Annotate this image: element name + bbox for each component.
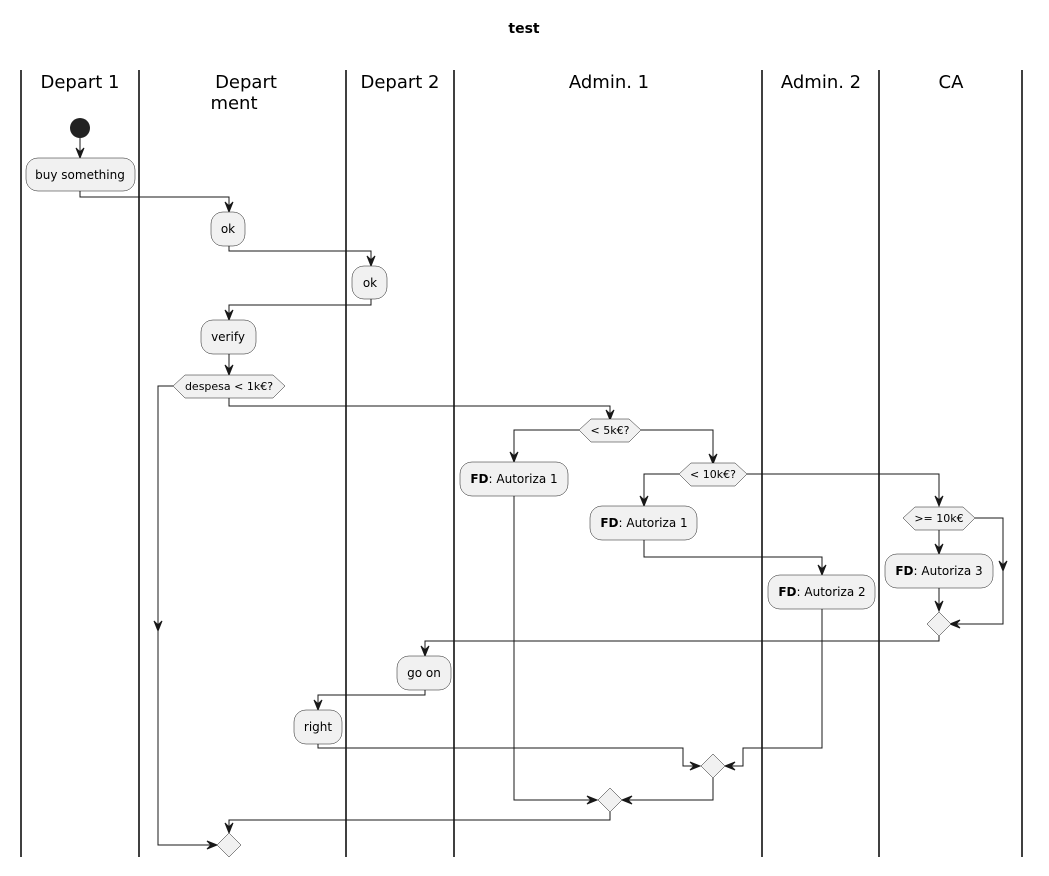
merge-diamond-ca bbox=[926, 611, 952, 637]
activity-label-bold: FD bbox=[470, 472, 488, 486]
edge bbox=[317, 744, 698, 767]
edge bbox=[513, 496, 595, 801]
edge bbox=[228, 812, 611, 832]
lane-title-department-line1: Depart bbox=[215, 72, 277, 93]
activity-box bbox=[351, 265, 388, 300]
start-node bbox=[70, 118, 90, 138]
activity-label: ok bbox=[363, 276, 377, 290]
decision-despesa[interactable]: despesa < 1k€? bbox=[172, 374, 286, 399]
activity-box bbox=[884, 553, 994, 589]
diagram-title: test bbox=[508, 21, 540, 37]
activity-label-rest: : Autoriza 1 bbox=[489, 472, 558, 486]
activity-label-rest: : Autoriza 1 bbox=[619, 516, 688, 530]
activity-box bbox=[396, 655, 452, 691]
swimlane-borders bbox=[20, 70, 1023, 857]
activity-label: FD: Autoriza 2 bbox=[778, 585, 865, 599]
edge bbox=[228, 246, 372, 265]
activity-fd-autoriza1-admin1-b[interactable]: FD: Autoriza 1 bbox=[589, 505, 698, 541]
activity-label-bold: FD bbox=[778, 585, 796, 599]
activity-box bbox=[589, 505, 698, 541]
lane-title-admin1: Admin. 1 bbox=[569, 72, 649, 93]
decision-hexagon bbox=[678, 462, 748, 487]
arrow-head bbox=[723, 761, 736, 771]
activity-ok-department[interactable]: ok bbox=[210, 211, 246, 247]
decision-label: < 5k€? bbox=[591, 424, 630, 437]
activity-buy-something[interactable]: buy something bbox=[25, 157, 136, 192]
activity-label-bold: FD bbox=[895, 564, 913, 578]
arrow-head bbox=[620, 795, 633, 805]
edge bbox=[975, 517, 1004, 570]
edge bbox=[157, 631, 216, 846]
arrow-head bbox=[586, 795, 599, 805]
lane-title-ca: CA bbox=[939, 72, 965, 93]
activity-fd-autoriza2[interactable]: FD: Autoriza 2 bbox=[767, 574, 876, 610]
lane-title-department-line2: ment bbox=[210, 93, 257, 114]
activity-label: FD: Autoriza 3 bbox=[895, 564, 982, 578]
activity-ok-depart2[interactable]: ok bbox=[351, 265, 388, 300]
activity-label-rest: : Autoriza 2 bbox=[797, 585, 866, 599]
edge bbox=[747, 473, 940, 505]
activity-label: go on bbox=[407, 666, 441, 680]
activity-label: buy something bbox=[35, 168, 125, 182]
edge bbox=[228, 397, 611, 419]
activity-go-on[interactable]: go on bbox=[396, 655, 452, 691]
edge bbox=[951, 571, 1004, 625]
edge bbox=[641, 429, 714, 463]
activity-box bbox=[210, 211, 246, 247]
activity-verify[interactable]: verify bbox=[200, 319, 257, 355]
lane-title-depart1: Depart 1 bbox=[40, 72, 119, 93]
edge bbox=[727, 609, 823, 767]
merge-diamond-final bbox=[216, 832, 242, 858]
decision-label: >= 10k€ bbox=[914, 512, 963, 525]
decision-hexagon bbox=[902, 506, 976, 531]
activity-box bbox=[200, 319, 257, 355]
activity-label: verify bbox=[211, 330, 245, 344]
arrow-head bbox=[689, 761, 702, 771]
edge bbox=[157, 385, 173, 630]
edges bbox=[75, 138, 1008, 850]
edge bbox=[424, 636, 940, 655]
decision-lt10k[interactable]: < 10k€? bbox=[678, 462, 748, 487]
activity-label: ok bbox=[221, 222, 235, 236]
decision-lt5k[interactable]: < 5k€? bbox=[578, 418, 642, 443]
edge bbox=[643, 473, 679, 505]
arrow-head bbox=[206, 840, 219, 850]
activity-label: FD: Autoriza 1 bbox=[600, 516, 687, 530]
activity-label-rest: : Autoriza 3 bbox=[914, 564, 983, 578]
activity-label: right bbox=[304, 720, 332, 734]
decision-label: despesa < 1k€? bbox=[185, 380, 273, 393]
activity-label: FD: Autoriza 1 bbox=[470, 472, 557, 486]
edge bbox=[317, 690, 426, 709]
edge bbox=[228, 299, 372, 319]
edge bbox=[513, 429, 579, 461]
lane-title-depart2: Depart 2 bbox=[360, 72, 439, 93]
activity-fd-autoriza1-admin1[interactable]: FD: Autoriza 1 bbox=[459, 461, 569, 497]
activity-box bbox=[25, 157, 136, 192]
decision-hexagon bbox=[578, 418, 642, 443]
arrow-head bbox=[948, 619, 961, 629]
activity-box bbox=[459, 461, 569, 497]
lane-title-admin2: Admin. 2 bbox=[781, 72, 861, 93]
activity-box bbox=[767, 574, 876, 610]
activity-box bbox=[293, 709, 343, 745]
decision-label: < 10k€? bbox=[690, 468, 736, 481]
merge-diamond-lower bbox=[597, 787, 623, 813]
decision-hexagon bbox=[172, 374, 286, 399]
activity-right[interactable]: right bbox=[293, 709, 343, 745]
edge bbox=[624, 778, 714, 801]
edge bbox=[79, 191, 230, 211]
activity-label-bold: FD bbox=[600, 516, 618, 530]
merge-diamond-upper bbox=[700, 753, 726, 779]
activity-fd-autoriza3[interactable]: FD: Autoriza 3 bbox=[884, 553, 994, 589]
decision-gte10k[interactable]: >= 10k€ bbox=[902, 506, 976, 531]
edge bbox=[643, 540, 823, 574]
